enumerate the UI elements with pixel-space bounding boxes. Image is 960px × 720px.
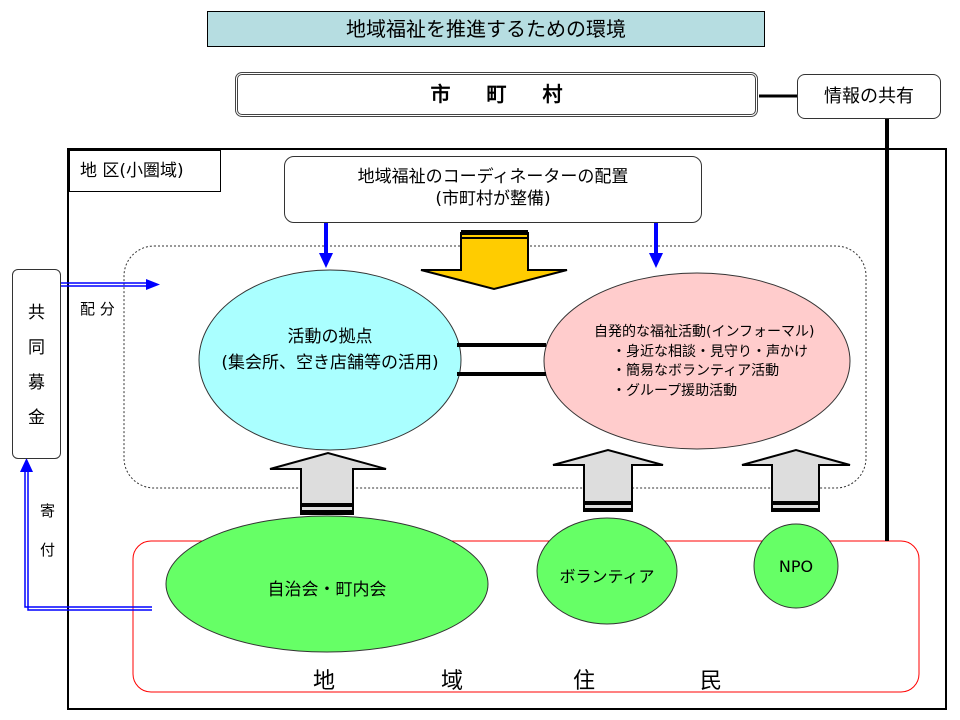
residents-frame — [132, 540, 920, 693]
municipality-box: 市町村 — [235, 72, 758, 117]
distribution-label: 配 分 — [80, 300, 115, 318]
neighborhood-association-ellipse — [165, 515, 489, 653]
volunteer-label: ボランティア — [559, 567, 655, 586]
distribution-arrow — [61, 279, 160, 290]
coordinator-box: 地域福祉のコーディネーターの配置 (市町村が整備) — [284, 156, 702, 223]
activity-base-line1: 活動の拠点 — [287, 327, 373, 347]
activity-base-text: 活動の拠点 (集会所、空き店舗等の活用) — [199, 324, 461, 376]
informal-activity-item: ・身近な相談・見守り・声かけ — [612, 343, 808, 360]
community-chest-char: 同 — [28, 338, 45, 358]
donation-char: 寄 — [40, 502, 56, 520]
informal-activity-ellipse — [543, 272, 851, 450]
support-down-arrow — [420, 230, 568, 291]
residents-label-char: 住 — [573, 669, 596, 694]
npo-ellipse — [753, 523, 839, 609]
residents-label-char: 域 — [441, 669, 464, 694]
informal-activity-heading: 自発的な福祉活動(インフォーマル) — [594, 324, 815, 340]
donation-char: 付 — [40, 541, 56, 559]
coordinator-line1: 地域福祉のコーディネーターの配置 — [357, 167, 629, 187]
npo-label: NPO — [778, 557, 814, 576]
coordinator-line2: (市町村が整備) — [435, 189, 551, 209]
up-arrow-neighborhood — [269, 451, 387, 515]
informal-activity-text: 自発的な福祉活動(インフォーマル) ・身近な相談・見守り・声かけ ・簡易なボラン… — [594, 323, 815, 401]
volunteer-ellipse — [536, 517, 678, 625]
coordinator-arrow-left — [319, 223, 333, 268]
activity-base-line2: (集会所、空き店舗等の活用) — [221, 353, 439, 373]
community-chest-char: 募 — [28, 373, 45, 393]
coordinator-arrow-right — [649, 223, 663, 268]
up-arrow-volunteer — [552, 448, 664, 512]
informal-activity-item: ・グループ援助活動 — [612, 382, 738, 399]
district-label: 地 区(小圏域) — [69, 150, 221, 192]
donation-label: 寄 付 — [40, 500, 56, 578]
district-frame — [67, 148, 947, 710]
donation-arrow — [20, 458, 152, 611]
informal-activity-item: ・簡易なボランティア活動 — [612, 363, 780, 379]
activity-base-ellipse — [198, 269, 462, 451]
community-chest-char: 金 — [28, 408, 45, 428]
up-arrow-npo — [741, 448, 851, 512]
community-chest-box: 共 同 募 金 — [12, 269, 61, 459]
diagram-title: 地域福祉を推進するための環境 — [207, 11, 765, 47]
residents-label-char: 民 — [700, 669, 723, 694]
community-chest-char: 共 — [28, 303, 45, 323]
neighborhood-association-label: 自治会・町内会 — [267, 580, 387, 600]
residents-label-char: 地 — [313, 669, 336, 694]
info-sharing-box: 情報の共有 — [797, 74, 941, 119]
